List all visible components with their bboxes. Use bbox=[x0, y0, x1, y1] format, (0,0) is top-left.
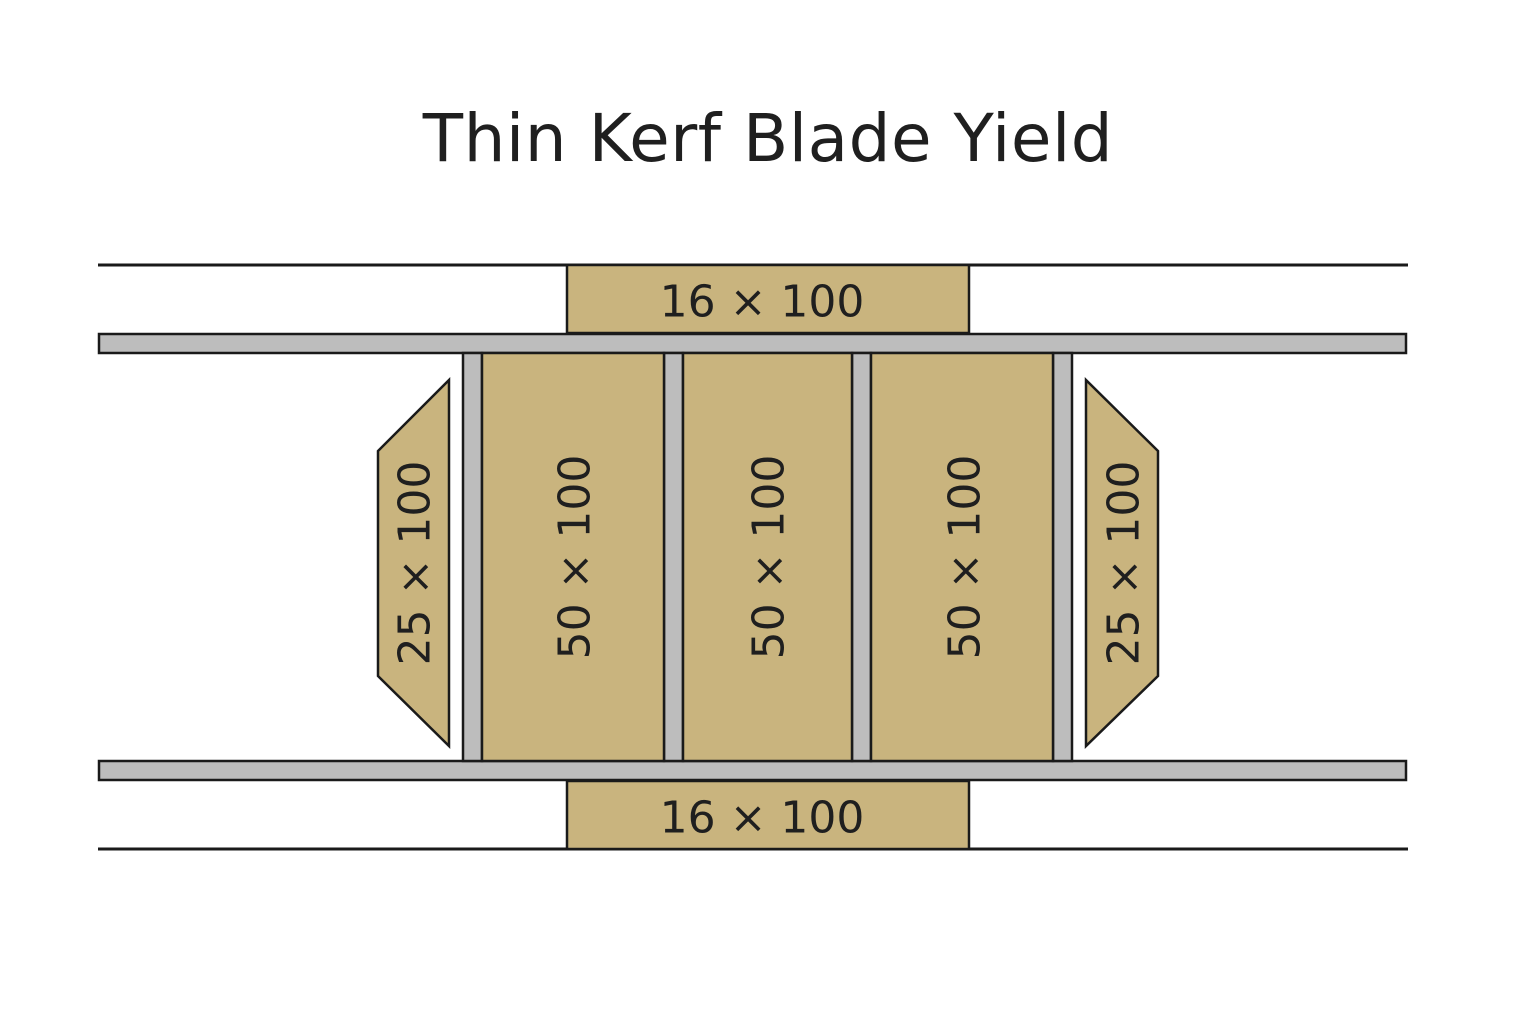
top-board bbox=[565, 263, 971, 335]
vertical-kerf-4 bbox=[1051, 351, 1074, 763]
center-board-3 bbox=[869, 351, 1055, 763]
top-board-label: 16 × 100 bbox=[660, 277, 865, 328]
center-board-2 bbox=[681, 351, 854, 763]
vertical-kerf-1 bbox=[461, 351, 484, 763]
right-wane-piece bbox=[1084, 377, 1160, 749]
bottom-board bbox=[565, 779, 971, 851]
vertical-kerf-2 bbox=[662, 351, 685, 763]
diagram-title: Thin Kerf Blade Yield bbox=[422, 100, 1114, 177]
bottom-board-label: 16 × 100 bbox=[660, 793, 865, 844]
vertical-kerf-3 bbox=[850, 351, 873, 763]
bottom-kerf bbox=[97, 759, 1408, 782]
center-board-3-label: 50 × 100 bbox=[940, 455, 991, 660]
top-kerf bbox=[97, 332, 1408, 355]
center-board-1 bbox=[480, 351, 666, 763]
center-board-2-label: 50 × 100 bbox=[744, 455, 795, 660]
center-board-1-label: 50 × 100 bbox=[550, 455, 601, 660]
right-wane-label: 25 × 100 bbox=[1099, 461, 1150, 666]
left-wane-piece bbox=[376, 376, 451, 749]
left-wane-label: 25 × 100 bbox=[390, 461, 441, 666]
